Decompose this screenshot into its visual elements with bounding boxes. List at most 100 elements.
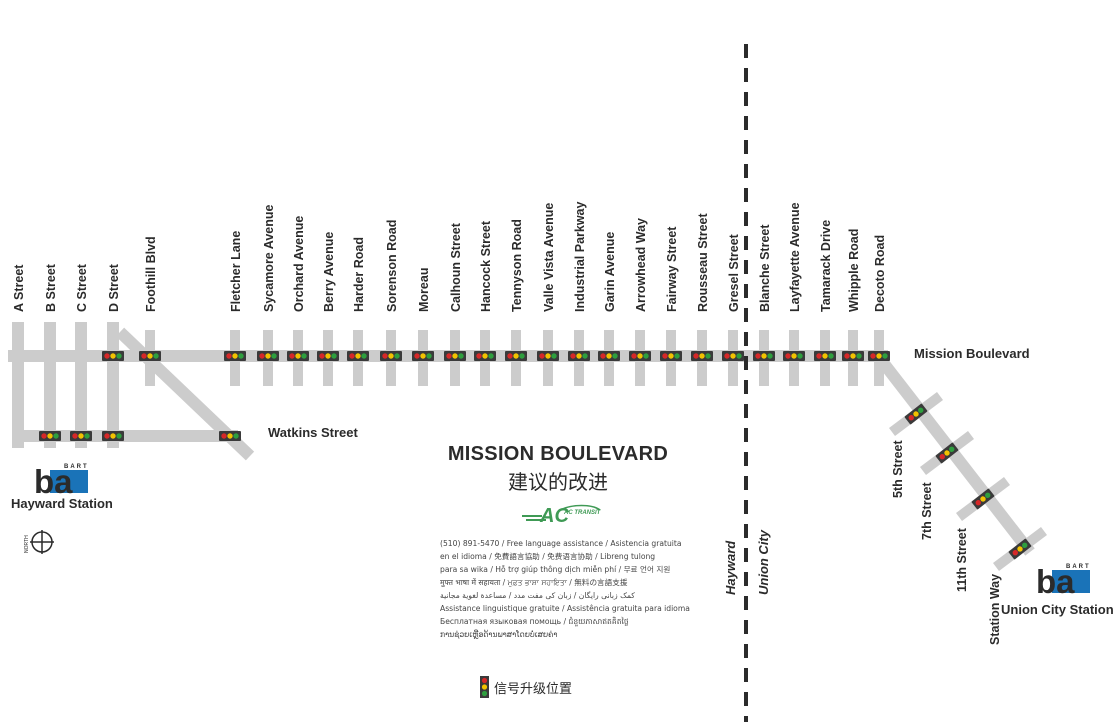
signal-green-light xyxy=(238,353,244,359)
signal-icon xyxy=(753,351,775,361)
signal-green-light xyxy=(612,353,618,359)
signal-icon xyxy=(842,351,864,361)
signal-yellow-light xyxy=(699,353,705,359)
signal-icon xyxy=(868,351,890,361)
signal-yellow-light xyxy=(761,353,767,359)
signal-icon xyxy=(537,351,559,361)
signal-yellow-light xyxy=(232,353,238,359)
signal-markers xyxy=(39,351,1032,560)
signal-red-light xyxy=(414,353,420,359)
signal-green-light xyxy=(271,353,277,359)
signal-icon xyxy=(102,431,124,441)
signal-red-light xyxy=(104,433,110,439)
signal-yellow-light xyxy=(637,353,643,359)
signal-green-light xyxy=(394,353,400,359)
street-label: Tennyson Road xyxy=(510,219,524,312)
signal-green-light xyxy=(551,353,557,359)
legend: 信号升级位置 xyxy=(480,676,572,698)
agency-logo-text: AC TRANSIT xyxy=(563,510,602,516)
signal-green-light xyxy=(116,353,122,359)
language-line: ການຊ່ວຍເຫຼືອດ້ານພາສາໂດຍບໍ່ເສຍຄ່າ xyxy=(440,630,558,639)
signal-yellow-light xyxy=(78,433,84,439)
signal-red-light xyxy=(104,353,110,359)
north-arrow-icon: NORTH xyxy=(20,529,56,560)
signal-green-light xyxy=(361,353,367,359)
signal-green-light xyxy=(918,407,924,414)
bart-logo-text: BART xyxy=(64,464,89,470)
signal-yellow-light xyxy=(325,353,331,359)
signal-icon xyxy=(102,351,124,361)
street-label: Moreau xyxy=(417,268,431,312)
signal-red-light xyxy=(221,433,227,439)
signal-yellow-light xyxy=(110,353,116,359)
diagonal-street-label: 7th Street xyxy=(920,482,934,540)
signal-green-light xyxy=(488,353,494,359)
signal-green-light xyxy=(985,492,991,499)
signal-icon xyxy=(317,351,339,361)
signal-red-light xyxy=(319,353,325,359)
language-line: para sa wika / Hỗ trợ giúp thông dịch mi… xyxy=(440,565,671,574)
street-label: Fairway Street xyxy=(665,226,679,312)
signal-red-light xyxy=(693,353,699,359)
signal-icon xyxy=(935,442,959,464)
signal-icon xyxy=(904,403,928,425)
signal-green-light xyxy=(301,353,307,359)
signal-red-light xyxy=(141,353,147,359)
signal-icon xyxy=(287,351,309,361)
signal-yellow-light xyxy=(147,353,153,359)
signal-green-light xyxy=(233,433,239,439)
diagonal-street-label: 5th Street xyxy=(891,440,905,498)
signal-green-light xyxy=(458,353,464,359)
signal-green-light xyxy=(856,353,862,359)
street-label: A Street xyxy=(12,264,26,312)
signal-green-light xyxy=(582,353,588,359)
signal-green-light xyxy=(882,353,888,359)
signal-icon xyxy=(568,351,590,361)
street-label: Rousseau Street xyxy=(696,213,710,312)
signal-red-light xyxy=(1012,549,1018,556)
language-assistance-block: (510) 891-5470 / Free language assistanc… xyxy=(440,537,690,641)
signal-green-light xyxy=(797,353,803,359)
bart-logo-mark: ba xyxy=(1036,563,1075,594)
signal-green-light xyxy=(153,353,159,359)
signal-green-light xyxy=(705,353,711,359)
street-label: Hancock Street xyxy=(479,220,493,312)
signal-yellow-light xyxy=(295,353,301,359)
city-label-hayward: Hayward xyxy=(723,540,738,595)
signal-yellow-light xyxy=(355,353,361,359)
signal-yellow-light xyxy=(110,433,116,439)
signal-red-light xyxy=(289,353,295,359)
street-label: Berry Avenue xyxy=(322,232,336,312)
legend-text: 信号升级位置 xyxy=(494,681,573,697)
signal-red-light xyxy=(939,453,945,460)
signal-yellow-light xyxy=(265,353,271,359)
street-label: Valle Vista Avenue xyxy=(542,203,556,312)
signal-icon xyxy=(814,351,836,361)
signal-yellow-light xyxy=(452,353,458,359)
signal-yellow-light xyxy=(420,353,426,359)
signal-green-light xyxy=(736,353,742,359)
signal-red-light xyxy=(724,353,730,359)
signal-icon xyxy=(224,351,246,361)
bart-logo-text: BART xyxy=(1066,564,1091,570)
signal-red-light xyxy=(476,353,482,359)
diagonal-street-label: Station Way xyxy=(988,574,1002,645)
signal-green-light xyxy=(767,353,773,359)
signal-icon xyxy=(380,351,402,361)
signal-icon xyxy=(598,351,620,361)
signal-icon xyxy=(347,351,369,361)
street-label: Blanche Street xyxy=(758,224,772,312)
signal-icon xyxy=(505,351,527,361)
signal-icon xyxy=(412,351,434,361)
signal-green-light xyxy=(519,353,525,359)
signal-red-light xyxy=(446,353,452,359)
signal-red-light xyxy=(539,353,545,359)
street-label: Calhoun Street xyxy=(449,222,463,312)
signal-icon xyxy=(474,351,496,361)
signal-red-light xyxy=(570,353,576,359)
signal-green-light xyxy=(643,353,649,359)
signal-red-light xyxy=(259,353,265,359)
street-label: Gresel Street xyxy=(727,233,741,312)
